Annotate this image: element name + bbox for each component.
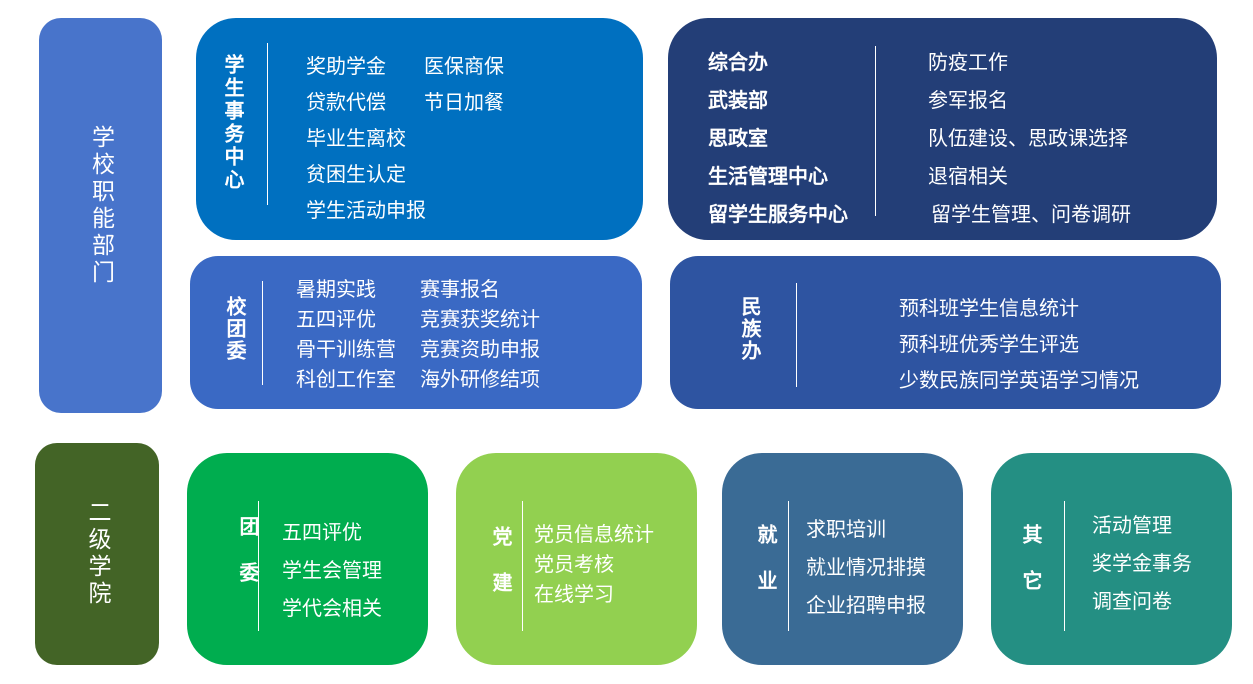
card-other-items: 活动管理 奖学金事务 调查问卷 <box>1092 506 1192 620</box>
section-school-label: 学校职能部门 <box>87 124 114 287</box>
card-other-title-text: 其它 <box>1019 524 1043 616</box>
card-employment-title: 就业 <box>753 524 778 622</box>
item: 医保商保 <box>424 54 504 78</box>
item: 暑期实践 <box>296 277 376 301</box>
card-college-league-items: 五四评优 学生会管理 学代会相关 <box>282 513 382 627</box>
card-party-building: 党建 党员信息统计 党员考核 在线学习 <box>456 453 697 665</box>
divider <box>875 46 876 216</box>
item: 贷款代偿 <box>306 90 386 114</box>
item: 五四评优 <box>282 520 362 544</box>
card-college-league: 团委 五四评优 学生会管理 学代会相关 <box>187 453 428 665</box>
item: 奖助学金 <box>306 54 386 78</box>
card-student-affairs: 学生事务中心 奖助学金 医保商保 贷款代偿 节日加餐 毕业生离校 贫困生认定 学… <box>196 18 643 240</box>
item: 党员考核 <box>534 552 614 576</box>
item: 学代会相关 <box>282 596 382 620</box>
divider <box>258 501 259 631</box>
card-student-affairs-items: 奖助学金 医保商保 贷款代偿 节日加餐 毕业生离校 贫困生认定 学生活动申报 <box>306 48 504 228</box>
card-college-league-title: 团委 <box>223 516 260 626</box>
dept-task: 退宿相关 <box>928 164 1008 188</box>
card-employment-items: 求职培训 就业情况排摸 企业招聘申报 <box>806 510 926 624</box>
divider <box>1064 501 1065 631</box>
card-employment: 就业 求职培训 就业情况排摸 企业招聘申报 <box>722 453 963 665</box>
card-other-title: 其它 <box>1018 524 1043 622</box>
item: 科创工作室 <box>296 367 396 391</box>
card-ethnic-office: 民族办 预科班学生信息统计 预科班优秀学生评选 少数民族同学英语学习情况 <box>670 256 1221 409</box>
item: 骨干训练营 <box>296 337 396 361</box>
item: 竞赛获奖统计 <box>420 307 540 331</box>
card-youth-league-items: 暑期实践 赛事报名 五四评优 竞赛获奖统计 骨干训练营 竞赛资助申报 科创工作室… <box>296 274 540 394</box>
item: 赛事报名 <box>420 277 500 301</box>
card-party-building-title: 党建 <box>488 526 513 624</box>
dept-name: 留学生服务中心 <box>708 202 848 226</box>
divider <box>262 281 263 385</box>
divider <box>788 501 789 631</box>
item: 就业情况排摸 <box>806 555 926 579</box>
item: 党员信息统计 <box>534 522 654 546</box>
item: 预科班优秀学生评选 <box>899 332 1079 356</box>
card-student-affairs-title: 学生事务中心 <box>221 54 245 192</box>
divider <box>267 43 268 205</box>
item: 毕业生离校 <box>306 126 406 150</box>
card-employment-title-text: 就业 <box>754 524 778 616</box>
item: 竞赛资助申报 <box>420 337 540 361</box>
item: 海外研修结项 <box>420 367 540 391</box>
item: 预科班学生信息统计 <box>899 296 1079 320</box>
item: 奖学金事务 <box>1092 551 1192 575</box>
item: 学生会管理 <box>282 558 382 582</box>
section-college: 二级学院 <box>35 443 159 665</box>
card-youth-league: 校团委 暑期实践 赛事报名 五四评优 竞赛获奖统计 骨干训练营 竞赛资助申报 科… <box>190 256 642 409</box>
dept-name: 武装部 <box>708 88 768 112</box>
dept-name: 综合办 <box>708 50 768 74</box>
item: 活动管理 <box>1092 513 1172 537</box>
item: 企业招聘申报 <box>806 593 926 617</box>
card-youth-league-title: 校团委 <box>223 296 247 362</box>
section-college-label: 二级学院 <box>84 500 110 608</box>
item: 在线学习 <box>534 582 614 606</box>
divider <box>796 283 797 387</box>
dept-task: 留学生管理、问卷调研 <box>931 202 1131 226</box>
item: 贫困生认定 <box>306 162 406 186</box>
dept-task: 参军报名 <box>928 88 1008 112</box>
dept-name: 思政室 <box>708 126 768 150</box>
card-party-building-title-text: 党建 <box>489 526 513 618</box>
dept-task: 防疫工作 <box>928 50 1008 74</box>
card-college-league-title-text: 团委 <box>236 516 260 608</box>
item: 五四评优 <box>296 307 376 331</box>
item: 学生活动申报 <box>306 198 426 222</box>
item: 少数民族同学英语学习情况 <box>899 368 1139 392</box>
card-ethnic-office-title: 民族办 <box>738 296 762 362</box>
dept-name: 生活管理中心 <box>708 164 828 188</box>
dept-task: 队伍建设、思政课选择 <box>928 126 1128 150</box>
card-ethnic-office-items: 预科班学生信息统计 预科班优秀学生评选 少数民族同学英语学习情况 <box>899 290 1139 398</box>
offices-dept-list: 综合办 武装部 思政室 生活管理中心 留学生服务中心 <box>708 43 848 233</box>
card-other: 其它 活动管理 奖学金事务 调查问卷 <box>991 453 1232 665</box>
offices-task-list: 防疫工作 参军报名 队伍建设、思政课选择 退宿相关 留学生管理、问卷调研 <box>928 43 1131 233</box>
divider <box>522 501 523 631</box>
card-party-building-items: 党员信息统计 党员考核 在线学习 <box>534 519 654 609</box>
section-school-departments: 学校职能部门 <box>39 18 162 413</box>
item: 调查问卷 <box>1092 589 1172 613</box>
card-offices: 综合办 武装部 思政室 生活管理中心 留学生服务中心 防疫工作 参军报名 队伍建… <box>668 18 1217 240</box>
item: 求职培训 <box>806 517 886 541</box>
item: 节日加餐 <box>424 90 504 114</box>
